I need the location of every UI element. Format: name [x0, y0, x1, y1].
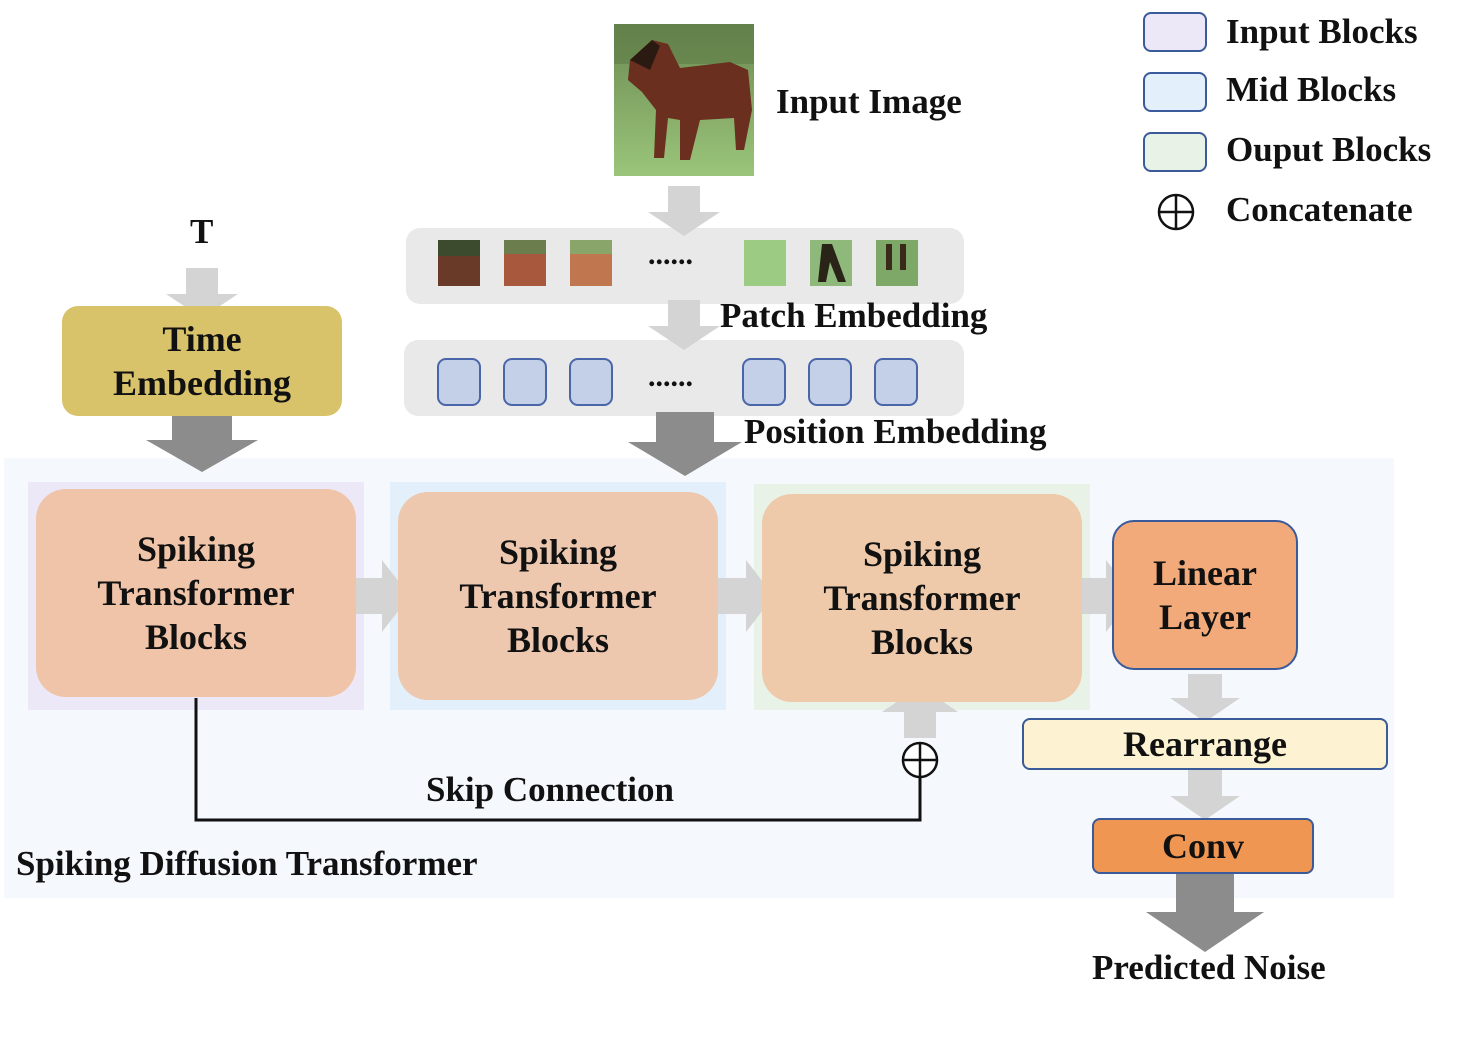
conv-box: Conv	[1092, 818, 1314, 874]
legend-swatch-output	[1143, 132, 1207, 172]
patch-ellipsis-bottom: ......	[648, 360, 693, 393]
skip-connection-label: Skip Connection	[426, 770, 674, 809]
time-embedding-box: Time Embedding	[62, 306, 342, 416]
container-label: Spiking Diffusion Transformer	[16, 844, 478, 883]
spiking-block-mid: Spiking Transformer Blocks	[398, 492, 718, 700]
spiking-block-output: Spiking Transformer Blocks	[762, 494, 1082, 702]
rearrange-box: Rearrange	[1022, 718, 1388, 770]
predicted-noise-label: Predicted Noise	[1092, 948, 1326, 987]
legend-label-output: Ouput Blocks	[1226, 130, 1432, 169]
legend-label-concatenate: Concatenate	[1226, 190, 1413, 229]
position-embedding-label: Position Embedding	[744, 412, 1047, 451]
legend-swatch-input	[1143, 12, 1207, 52]
position-tokens	[437, 358, 918, 406]
time-embedding-label: Time Embedding	[112, 319, 292, 403]
linear-layer-box: Linear Layer	[1112, 520, 1298, 670]
concatenate-icon	[901, 741, 939, 779]
spiking-block-label: Spiking Transformer Blocks	[97, 529, 295, 657]
patch-embedding-label: Patch Embedding	[720, 296, 988, 335]
linear-layer-label: Linear Layer	[1153, 553, 1257, 637]
time-input-label: T	[190, 212, 214, 251]
input-image-label: Input Image	[776, 82, 962, 121]
legend-label-input: Input Blocks	[1226, 12, 1418, 51]
spiking-block-label: Spiking Transformer Blocks	[459, 532, 657, 660]
rearrange-label: Rearrange	[1123, 724, 1287, 764]
patch-strip	[406, 228, 964, 304]
legend-concatenate-icon	[1157, 193, 1195, 231]
spiking-block-label: Spiking Transformer Blocks	[823, 534, 1021, 662]
input-image	[614, 24, 754, 176]
skip-connection-line	[194, 698, 922, 822]
legend-label-mid: Mid Blocks	[1226, 70, 1397, 109]
conv-label: Conv	[1161, 826, 1245, 866]
dark-arrows	[146, 408, 1264, 952]
legend-swatch-mid	[1143, 72, 1207, 112]
patch-ellipsis-top: ......	[648, 238, 693, 271]
spiking-block-input: Spiking Transformer Blocks	[36, 489, 356, 697]
token-strip	[404, 340, 964, 416]
image-patches	[438, 240, 918, 286]
